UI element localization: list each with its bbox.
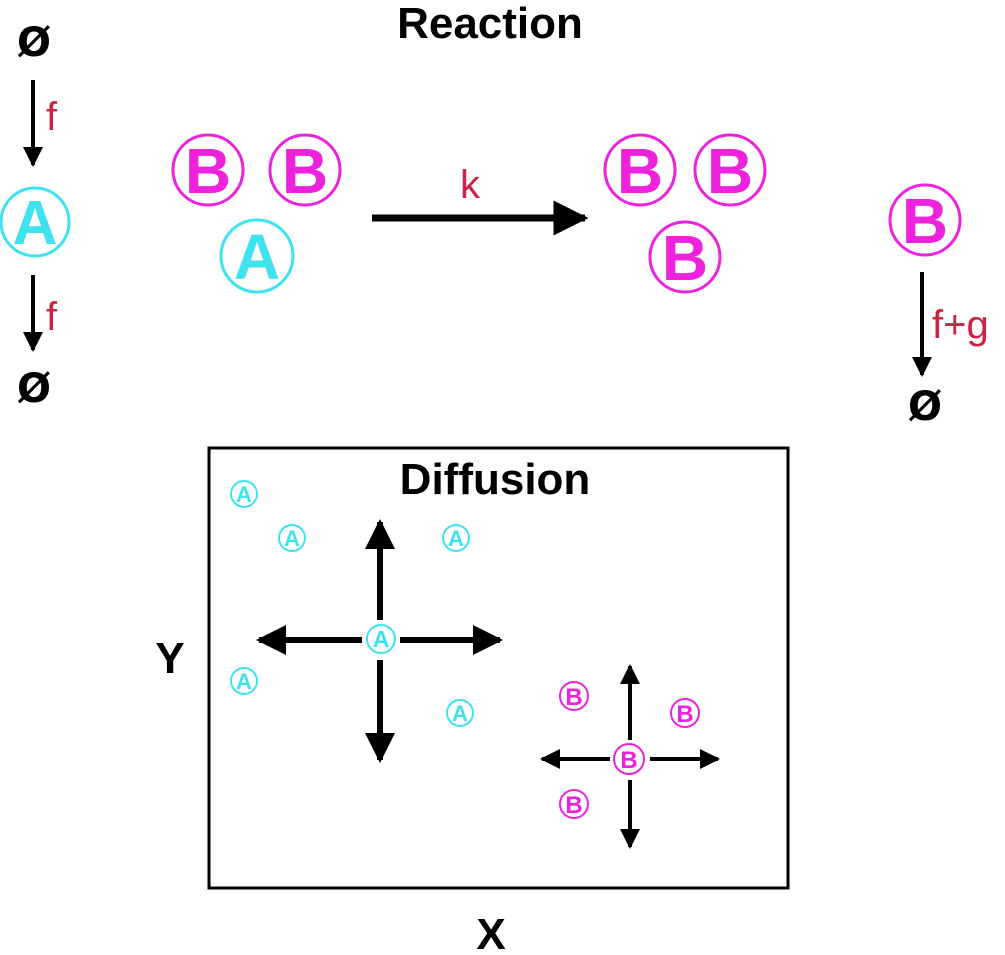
diffusion-title: Diffusion (400, 455, 591, 504)
rate-label-f-decay: f (46, 295, 58, 339)
molecule-a-diffusing-1: A (230, 480, 258, 508)
molecule-b-diffusing-3: B (559, 789, 589, 819)
diffusion-arrows-b (540, 664, 720, 849)
svg-text:A: A (448, 526, 464, 551)
svg-text:A: A (236, 482, 252, 507)
empty-set-right: Ø (908, 384, 942, 430)
diffusion-arrows-a (256, 519, 503, 763)
svg-text:B: B (185, 135, 231, 207)
svg-text:B: B (676, 701, 693, 728)
svg-text:A: A (373, 626, 390, 652)
molecule-a-left: A (0, 186, 71, 258)
empty-set-bottom-left: Ø (17, 366, 51, 412)
molecule-a-diffusing-2: A (278, 524, 306, 552)
molecule-a-diffusing-5: A (446, 699, 474, 727)
svg-text:A: A (284, 526, 300, 551)
svg-text:B: B (707, 135, 753, 207)
molecule-b-reactant-1: B (171, 133, 245, 207)
molecule-b-product-2: B (693, 133, 767, 207)
molecule-b-product-3: B (648, 220, 722, 294)
y-axis-label: Y (155, 634, 184, 683)
svg-text:A: A (236, 669, 252, 694)
svg-text:B: B (617, 135, 663, 207)
molecule-a-diffusing-4: A (230, 667, 258, 695)
rate-label-k: k (460, 163, 481, 207)
molecule-a-reactant: A (219, 218, 295, 294)
svg-text:B: B (565, 684, 582, 711)
molecule-b-right: B (888, 183, 962, 257)
svg-text:B: B (565, 792, 582, 819)
svg-text:A: A (234, 221, 280, 293)
rate-label-fg: f+g (932, 303, 989, 347)
molecule-b-reactant-2: B (268, 133, 342, 207)
x-axis-label: X (476, 910, 505, 955)
molecule-a-center: A (366, 624, 396, 654)
svg-text:B: B (902, 185, 948, 257)
svg-text:A: A (452, 701, 468, 726)
molecule-b-center: B (613, 743, 645, 775)
svg-text:B: B (662, 222, 708, 294)
svg-text:B: B (620, 747, 637, 774)
molecule-a-diffusing-3: A (442, 524, 470, 552)
molecule-b-product-1: B (603, 133, 677, 207)
diffusion-box (207, 446, 790, 890)
empty-set-top-left: Ø (17, 20, 51, 66)
svg-text:A: A (13, 189, 58, 258)
svg-text:B: B (282, 135, 328, 207)
rate-label-f-create: f (46, 95, 58, 139)
molecule-b-diffusing-1: B (559, 681, 589, 711)
reaction-title: Reaction (397, 0, 583, 48)
molecule-b-diffusing-2: B (670, 698, 700, 728)
